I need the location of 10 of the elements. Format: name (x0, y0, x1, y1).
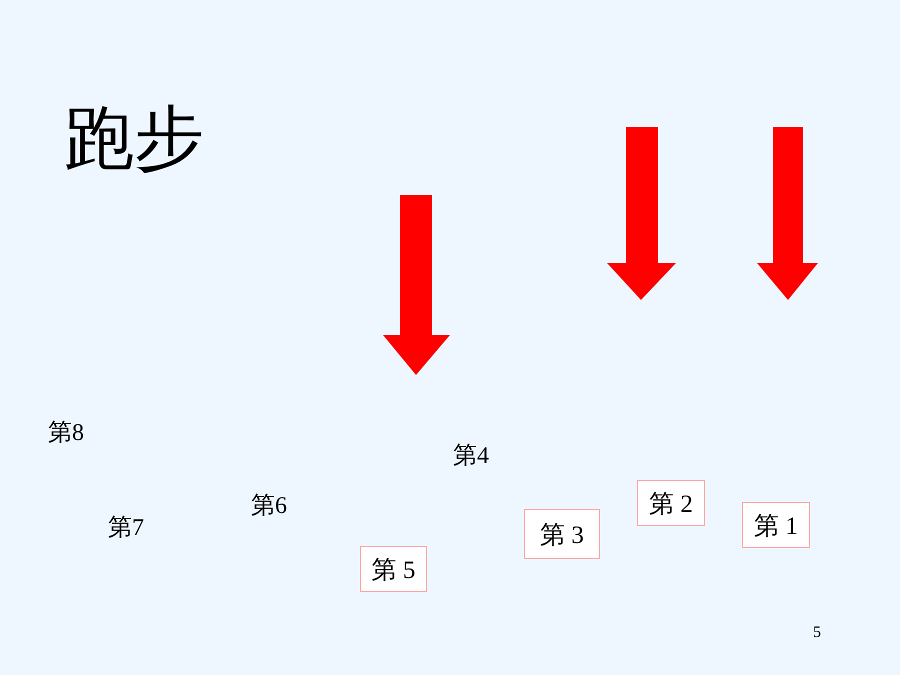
place-box: 第 5 (360, 546, 427, 592)
place-label: 第8 (48, 421, 84, 445)
place-box: 第 2 (637, 480, 705, 526)
place-label: 第4 (453, 444, 489, 468)
place-label: 第7 (108, 516, 144, 540)
page-number: 5 (813, 625, 821, 641)
place-box: 第 3 (524, 509, 600, 559)
place-box: 第 1 (742, 502, 810, 548)
place-label: 第6 (251, 494, 287, 518)
title: 跑步 (64, 105, 204, 175)
